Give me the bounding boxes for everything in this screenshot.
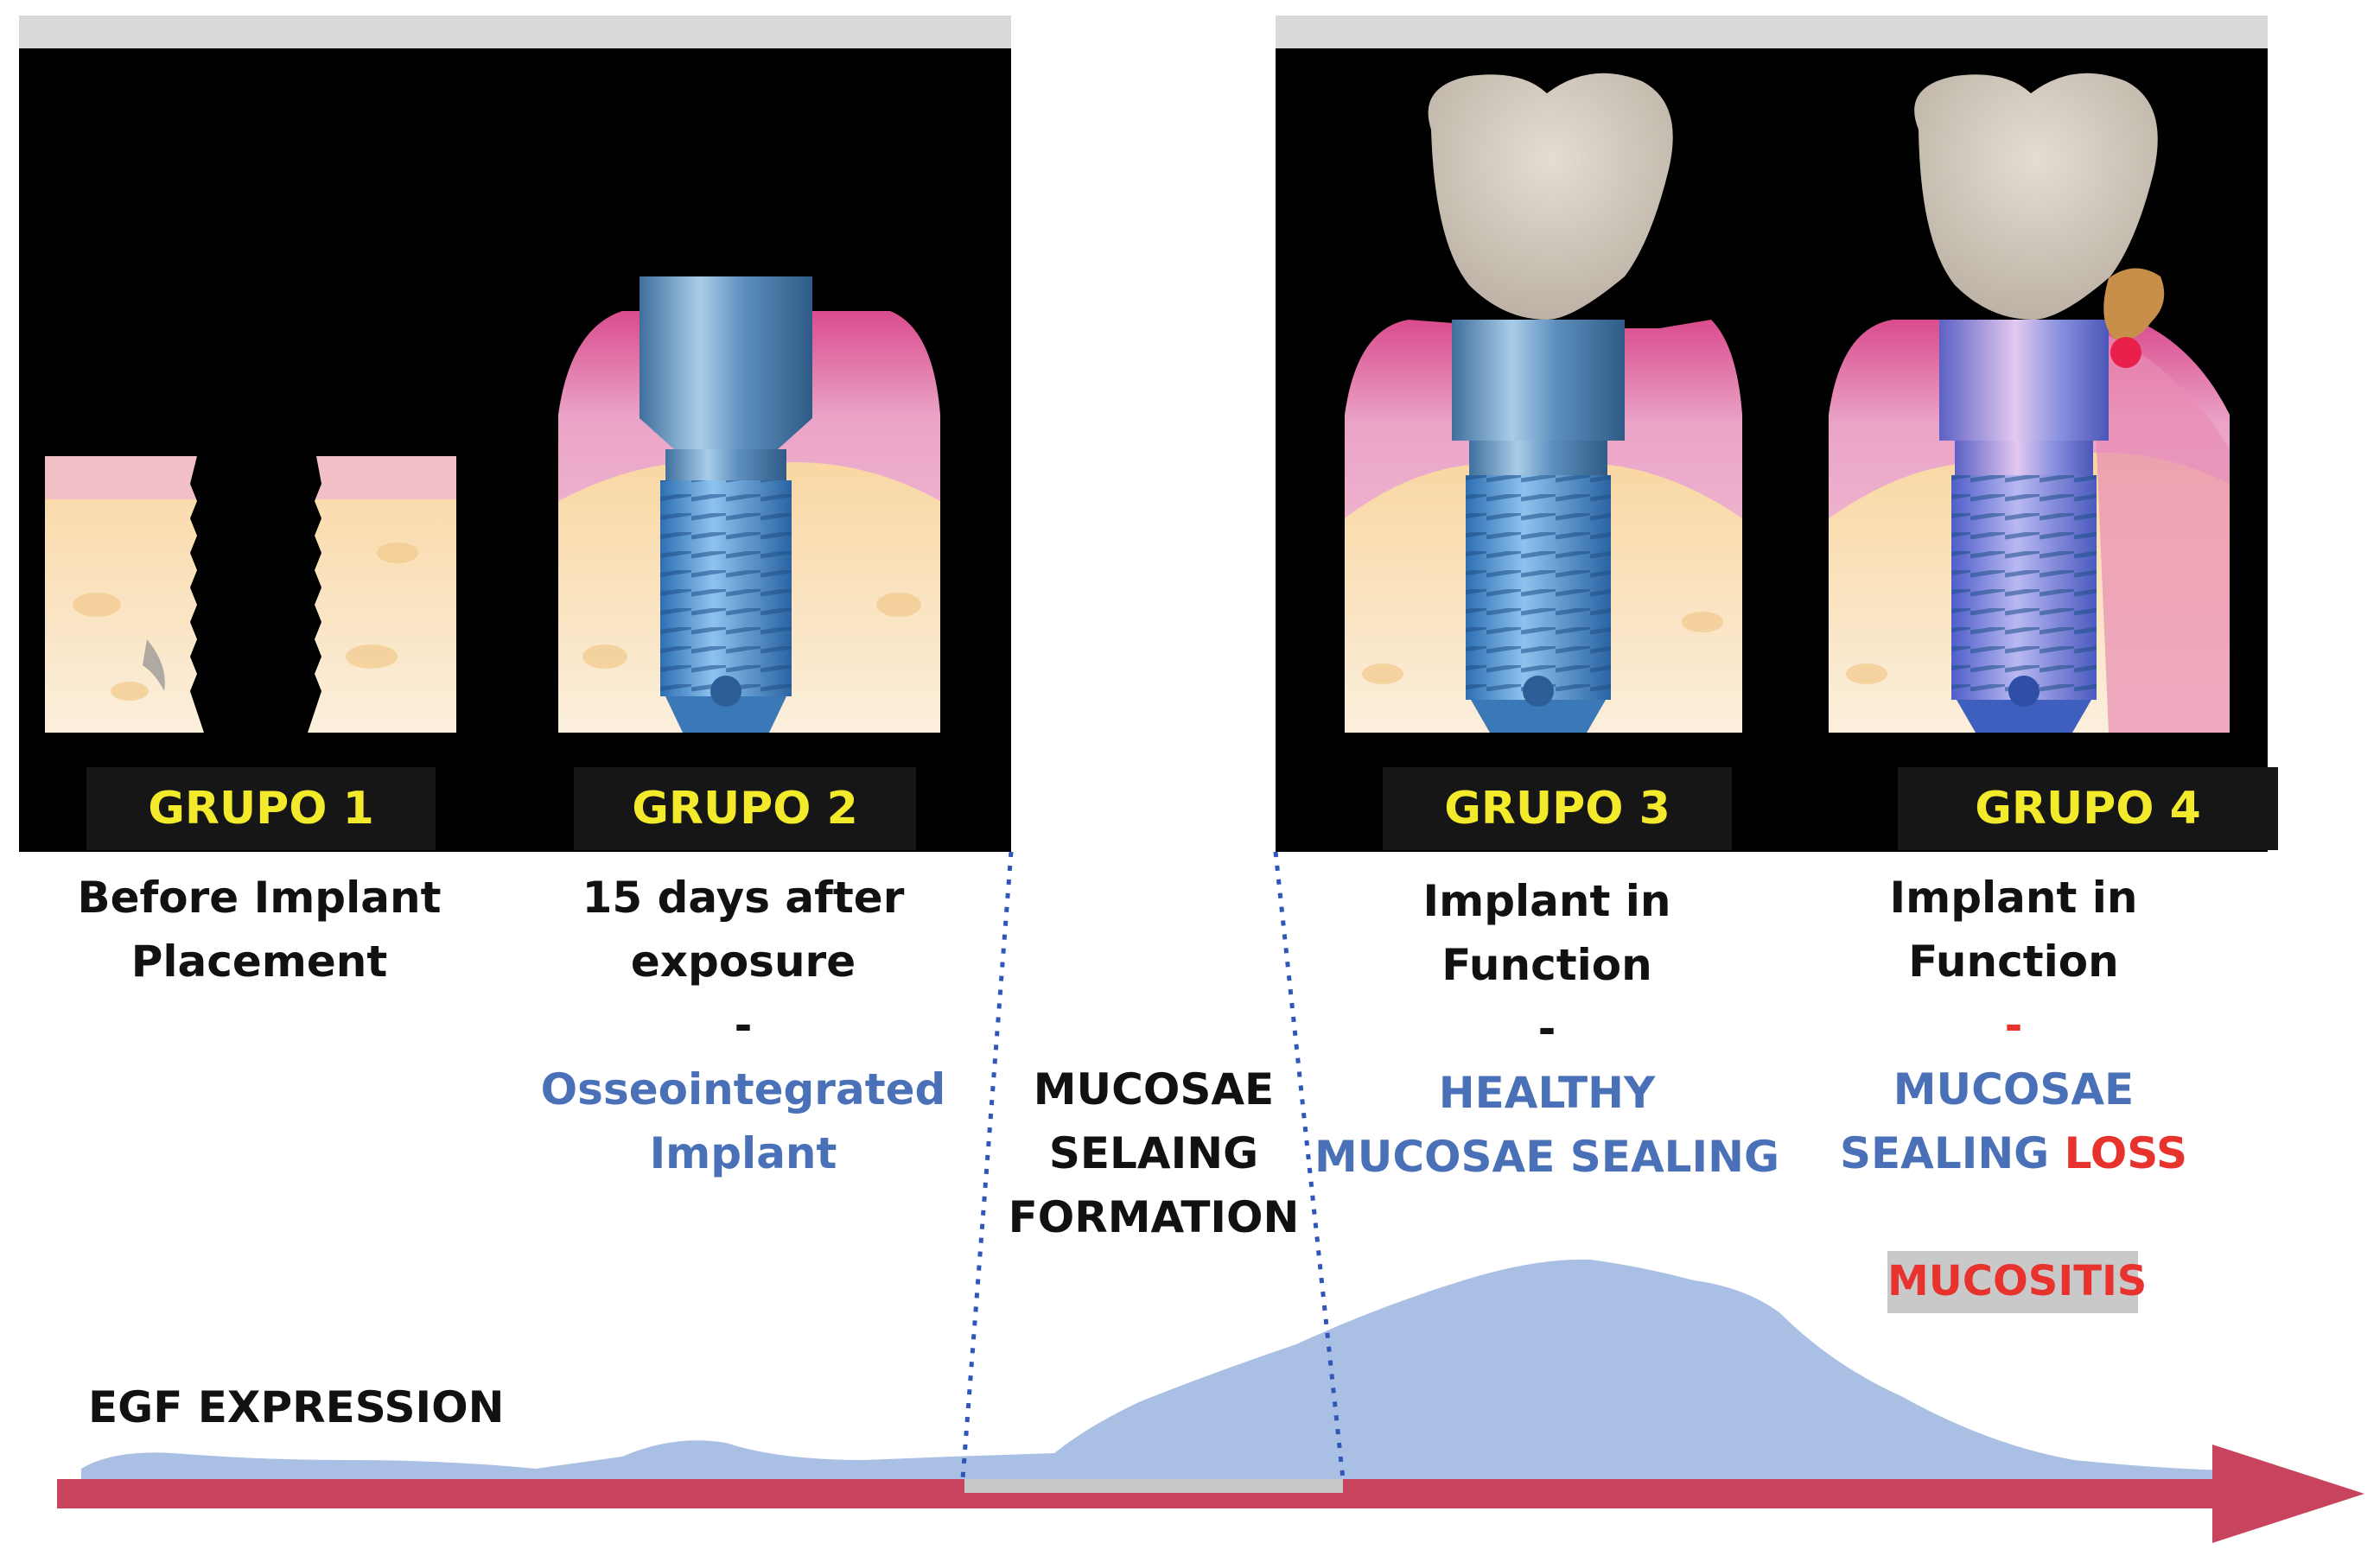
group-3-status-line-1: HEALTHY [1438, 1068, 1656, 1118]
egf-expression-curve [81, 1259, 2247, 1479]
group-2-caption-line-2: exposure [630, 937, 856, 987]
group-1-caption-line-1: Before Implant [77, 873, 442, 923]
group-4-caption: Implant in Function - MUCOSAE SEALING LO… [1823, 866, 2204, 1185]
formation-line-1: MUCOSAE [1033, 1064, 1275, 1114]
mucositis-badge: MUCOSITIS [1887, 1257, 2148, 1305]
group-4-status-line-2: SEALING LOSS [1823, 1121, 2204, 1185]
group-4-status-loss: LOSS [2064, 1128, 2187, 1178]
group-4-caption-line-1: Implant in [1889, 873, 2138, 923]
bone-icon [45, 456, 456, 733]
group-1-caption: Before Implant Placement [52, 866, 467, 994]
formation-line-3: FORMATION [1008, 1192, 1300, 1242]
group-2-status-line-2: Implant [649, 1128, 837, 1178]
egf-expression-label: EGF EXPRESSION [88, 1382, 505, 1432]
mucositis-badge-bg [1887, 1251, 2138, 1313]
group-3-dash: - [1537, 1004, 1556, 1054]
group-2-dash: - [734, 1000, 753, 1051]
group-3-caption-line-2: Function [1441, 940, 1652, 990]
formation-line-2: SELAING [1048, 1128, 1259, 1178]
formation-window-bar [964, 1479, 1343, 1493]
group-1-caption-line-2: Placement [130, 937, 388, 987]
group-3-label: GRUPO 3 [1383, 767, 1732, 850]
group-2-caption: 15 days after exposure - Osseointegrated… [519, 866, 968, 1185]
gum-tissue-icon [1829, 73, 2230, 733]
dotted-line-right [1273, 851, 1346, 1480]
panel-top-bar-right [1276, 16, 2268, 50]
group-3-caption-line-1: Implant in [1422, 876, 1671, 926]
formation-label: MUCOSAE SELAING FORMATION [994, 1057, 1314, 1249]
group-4-label: GRUPO 4 [1898, 767, 2278, 850]
group-4-caption-line-2: Function [1908, 937, 2119, 987]
group-4-dash: - [2004, 1000, 2023, 1051]
panel-top-bar-left [19, 16, 1011, 50]
group-2-caption-line-1: 15 days after [582, 873, 905, 923]
group-2-label: GRUPO 2 [574, 767, 916, 850]
implant-icon [558, 276, 940, 733]
group-1-label: GRUPO 1 [86, 767, 436, 850]
group-3-caption: Implant in Function - HEALTHY MUCOSAE SE… [1305, 869, 1789, 1189]
group-2-status-line-1: Osseointegrated [540, 1064, 946, 1114]
group-4-status-line-1: MUCOSAE [1893, 1064, 2135, 1114]
group-4-status-sealing: SEALING [1840, 1128, 2050, 1178]
crown-icon [1345, 73, 1742, 733]
group-3-status-line-2: MUCOSAE SEALING [1314, 1132, 1780, 1182]
